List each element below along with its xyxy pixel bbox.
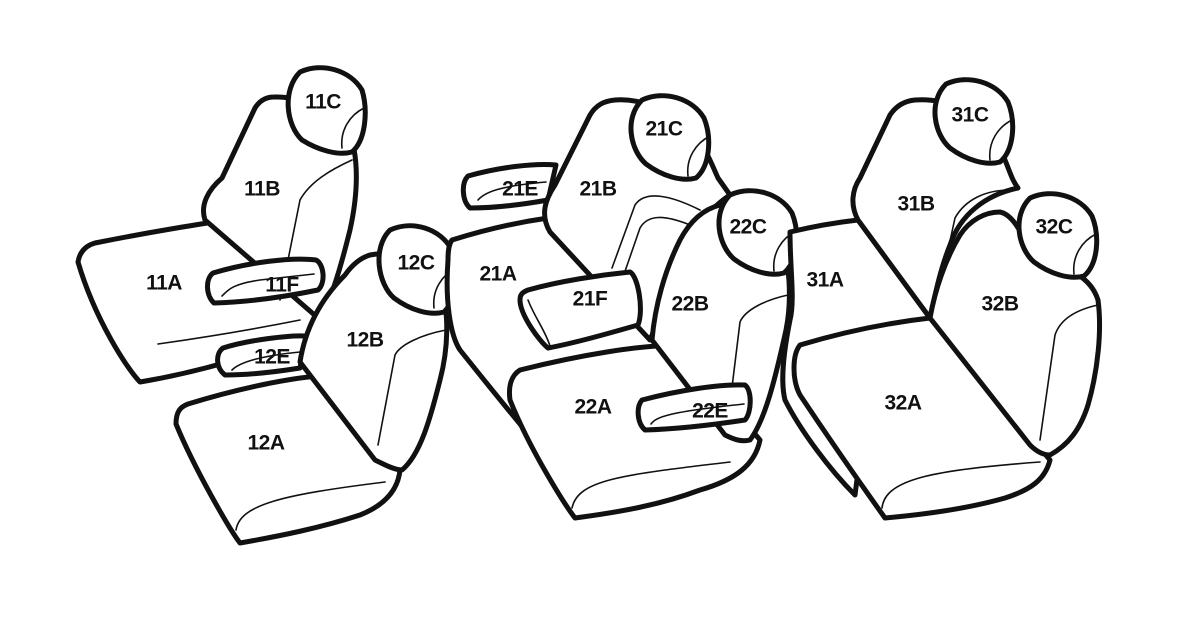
label-22B: 22B (671, 293, 708, 316)
seat-32: 32C 32B 32A (791, 191, 1103, 521)
part-21F (517, 269, 643, 351)
label-11C: 11C (305, 91, 341, 114)
part-22C (716, 188, 800, 277)
label-31C: 31C (951, 104, 988, 127)
label-21B: 21B (579, 178, 616, 201)
label-32A: 32A (884, 392, 921, 415)
label-21C: 21C (645, 118, 682, 141)
label-22E: 22E (692, 400, 728, 423)
part-22E (635, 382, 753, 433)
label-12B: 12B (346, 329, 383, 352)
label-11B: 11B (244, 178, 280, 201)
label-12A: 12A (247, 432, 284, 455)
label-21E: 21E (502, 178, 538, 201)
part-12C (376, 223, 460, 316)
label-32C: 32C (1035, 216, 1072, 239)
label-12E: 12E (254, 346, 290, 369)
label-12C: 12C (397, 252, 434, 275)
part-11F (205, 256, 326, 306)
label-11A: 11A (146, 272, 182, 295)
part-21A (444, 215, 703, 483)
part-31C (932, 77, 1016, 166)
label-31B: 31B (897, 193, 934, 216)
part-11C (285, 65, 368, 156)
seat-22: 22C 22B 22A 22E (507, 188, 800, 521)
seat-12: 12C 12B 12E 12A (173, 223, 460, 546)
label-22C: 22C (729, 216, 766, 239)
label-32B: 32B (981, 293, 1018, 316)
label-21A: 21A (479, 263, 516, 286)
label-21F: 21F (573, 288, 608, 311)
label-31A: 31A (806, 269, 843, 292)
label-22A: 22A (574, 396, 611, 419)
seat-21: 21C 21B 21E 21A 21F (444, 93, 733, 483)
label-11F: 11F (265, 274, 299, 297)
part-32C (1016, 191, 1100, 280)
part-32A (791, 315, 1053, 521)
